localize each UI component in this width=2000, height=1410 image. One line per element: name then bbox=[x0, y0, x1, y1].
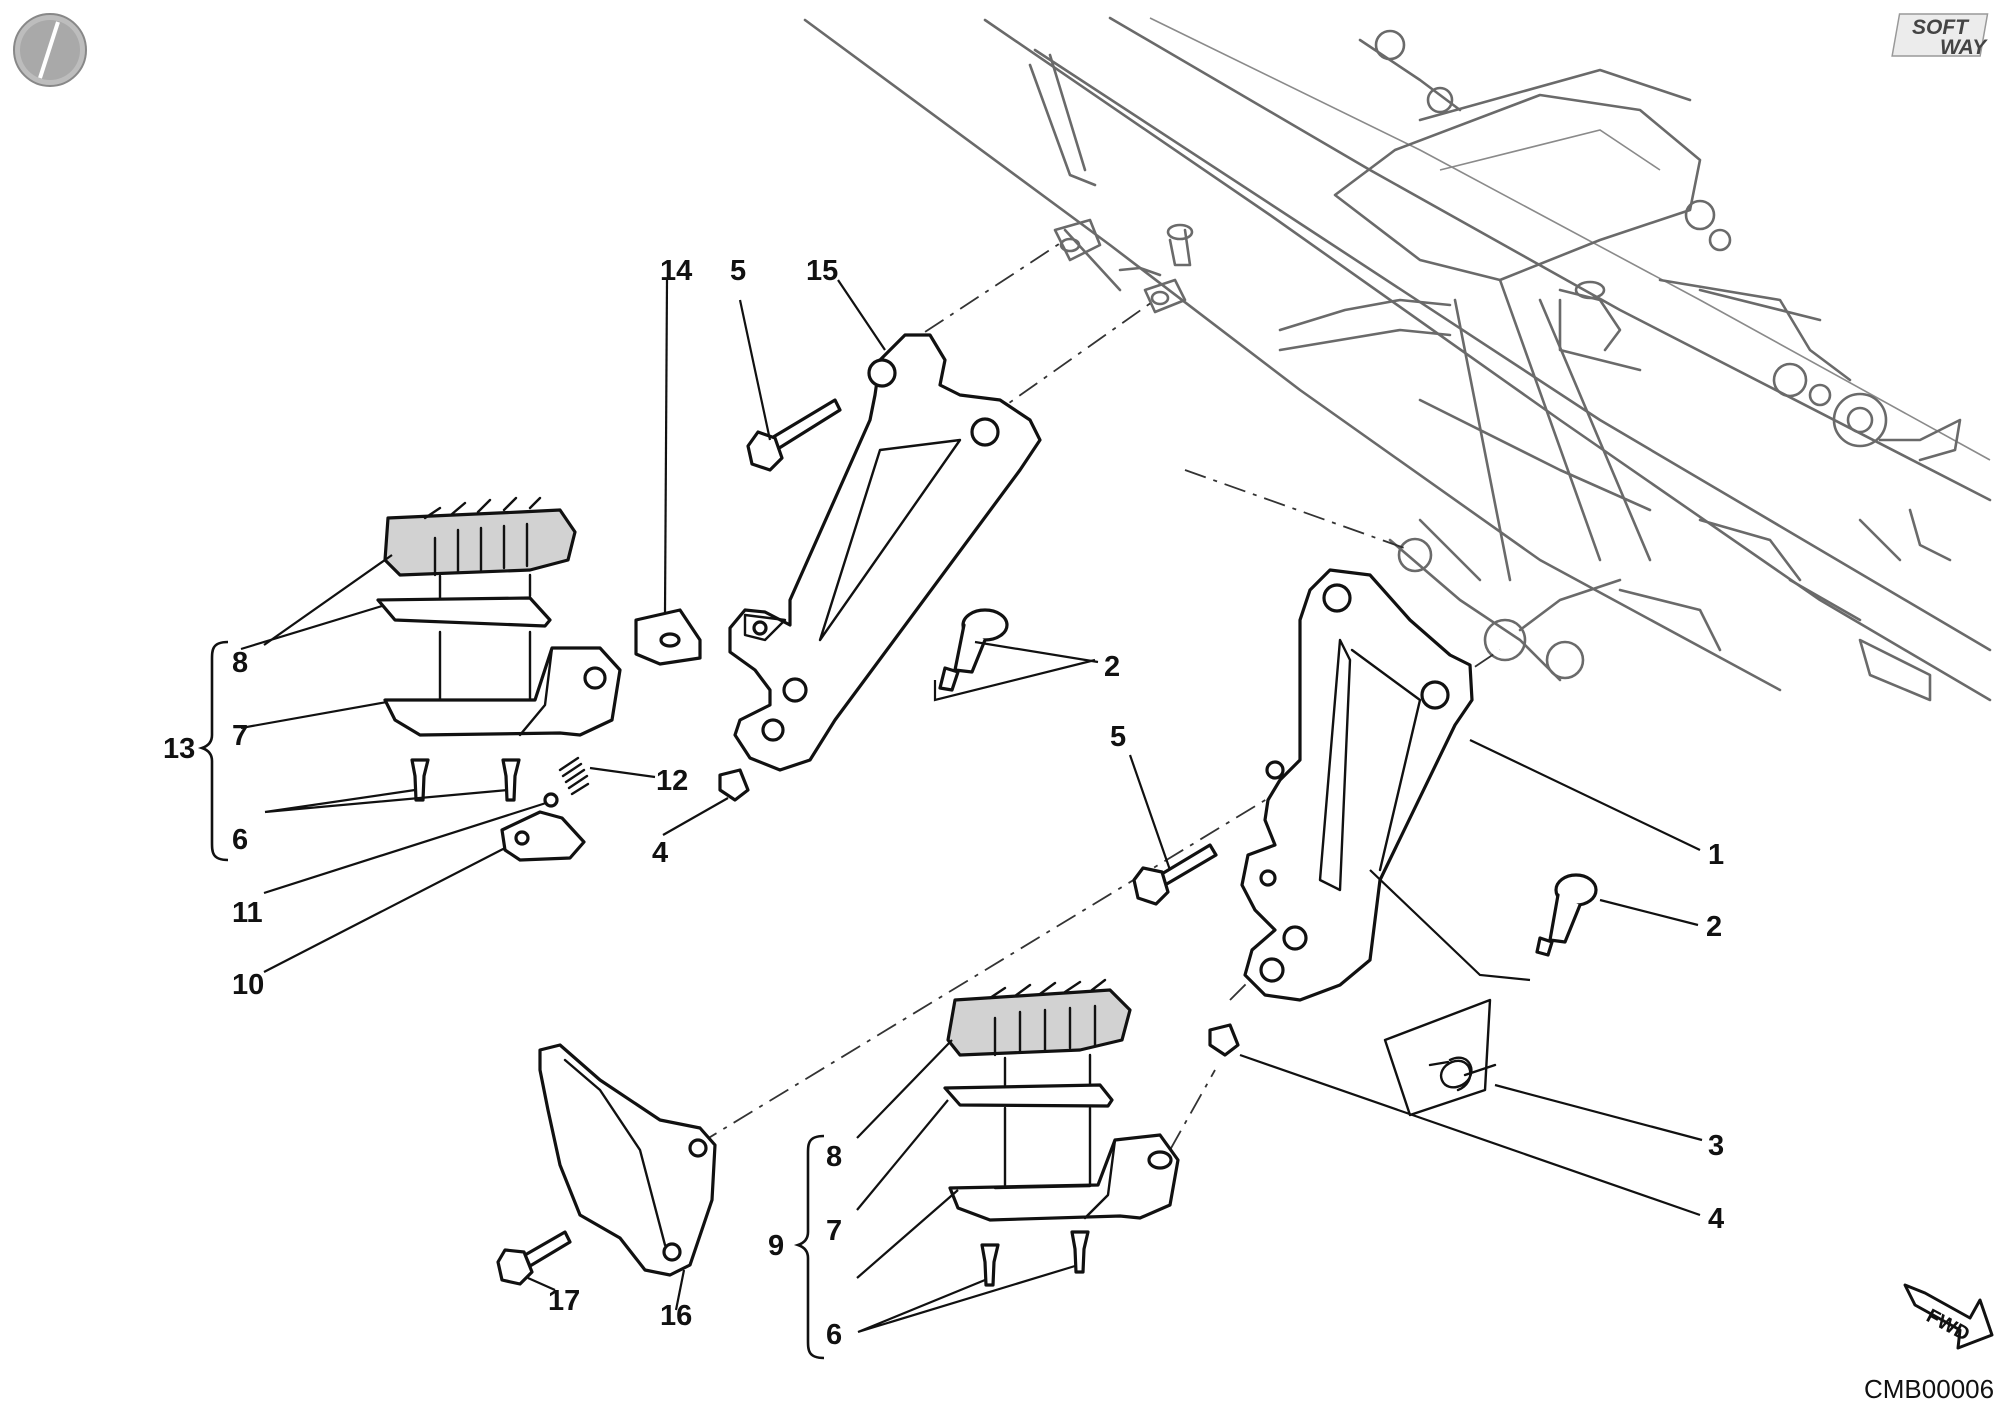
rear-footpeg-rubber-8a bbox=[383, 496, 577, 577]
logo-line-2: WAY bbox=[1940, 36, 1988, 59]
callout-17: 17 bbox=[548, 1285, 580, 1317]
leader-lines bbox=[240, 279, 1703, 1334]
diagram-code: CMB00006 bbox=[1864, 1374, 1994, 1404]
front-screws-6b bbox=[980, 1230, 1090, 1287]
logo-line-1: SOFT bbox=[1912, 16, 1970, 39]
washer-14 bbox=[634, 608, 702, 666]
fwd-arrow-icon: FWD bbox=[1903, 1283, 1994, 1350]
spring-3 bbox=[1383, 998, 1497, 1117]
bolt-5a bbox=[746, 398, 842, 472]
callout-7-upper: 7 bbox=[232, 720, 248, 752]
clip-4a bbox=[718, 768, 750, 802]
heel-guard-16 bbox=[538, 1043, 717, 1277]
callout-11: 11 bbox=[232, 897, 263, 929]
rear-screws-6a bbox=[410, 758, 521, 802]
front-footpeg-rubber-8b bbox=[946, 978, 1132, 1057]
bolt-17 bbox=[496, 1230, 572, 1286]
rear-plate-7a bbox=[376, 573, 552, 628]
callout-5-upper: 5 bbox=[730, 255, 746, 287]
clip-4b bbox=[1208, 1023, 1240, 1057]
callout-3: 3 bbox=[1708, 1130, 1724, 1162]
bracket-1 bbox=[1240, 568, 1474, 1002]
callout-8-lower: 8 bbox=[826, 1141, 842, 1173]
rear-footpeg-body bbox=[383, 630, 622, 737]
callout-4-lower: 4 bbox=[1708, 1203, 1724, 1235]
front-plate-7b bbox=[943, 1053, 1114, 1108]
callout-8-upper: 8 bbox=[232, 647, 248, 679]
front-footpeg-body bbox=[948, 1106, 1180, 1222]
callout-6-lower: 6 bbox=[826, 1319, 842, 1351]
ball-11 bbox=[543, 792, 559, 808]
callout-16: 16 bbox=[660, 1300, 692, 1332]
spring-12 bbox=[558, 756, 590, 796]
callout-2-lower: 2 bbox=[1706, 911, 1722, 943]
corner-disc-icon bbox=[13, 13, 87, 87]
callout-1: 1 bbox=[1708, 839, 1724, 871]
bolt-5b bbox=[1132, 843, 1218, 906]
softway-logo: SOFT WAY bbox=[1891, 13, 1989, 59]
pin-2a bbox=[938, 608, 1009, 692]
callout-labels: 1 2 2 3 4 4 5 5 6 6 7 7 8 8 9 10 11 12 1… bbox=[163, 255, 1724, 1351]
callout-15: 15 bbox=[806, 255, 838, 287]
motorcycle-frame bbox=[803, 16, 1992, 702]
callout-13: 13 bbox=[163, 733, 195, 765]
brace-9 bbox=[793, 1134, 825, 1360]
callout-12: 12 bbox=[656, 765, 688, 797]
pin-2b bbox=[1535, 873, 1598, 957]
callout-10: 10 bbox=[232, 969, 264, 1001]
callout-2-upper: 2 bbox=[1104, 651, 1120, 683]
callout-7-lower: 7 bbox=[826, 1215, 842, 1247]
callout-9: 9 bbox=[768, 1230, 784, 1262]
callout-6-upper: 6 bbox=[232, 824, 248, 856]
callout-4-upper: 4 bbox=[652, 837, 668, 869]
callout-5-lower: 5 bbox=[1110, 721, 1126, 753]
callout-14: 14 bbox=[660, 255, 692, 287]
plate-10 bbox=[500, 810, 586, 862]
brace-13 bbox=[197, 640, 229, 862]
bracket-15 bbox=[728, 333, 1042, 772]
